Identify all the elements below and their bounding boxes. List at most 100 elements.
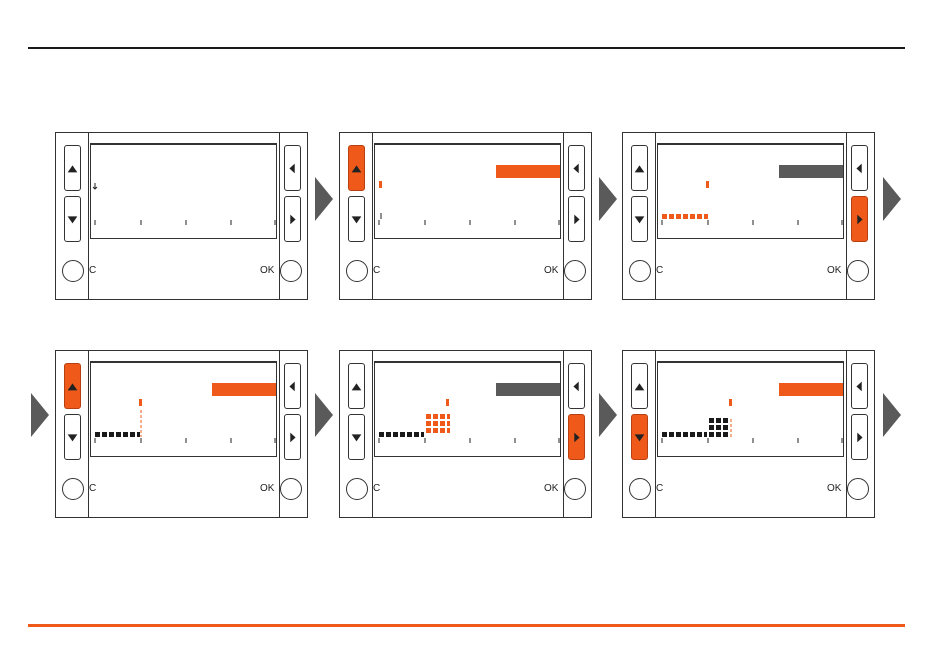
- down-button[interactable]: [631, 414, 648, 460]
- left-button[interactable]: [284, 363, 301, 409]
- down-button[interactable]: [348, 196, 365, 242]
- cancel-label: C: [89, 484, 96, 494]
- display-screen: [90, 361, 277, 457]
- right-button[interactable]: [568, 414, 585, 460]
- triangle-right-icon: [569, 197, 584, 241]
- up-button[interactable]: [64, 363, 81, 409]
- left-button[interactable]: [284, 145, 301, 191]
- triangle-up-icon: [65, 364, 80, 408]
- right-button[interactable]: [851, 414, 868, 460]
- display-screen: [657, 361, 844, 457]
- triangle-right-icon: [852, 197, 867, 241]
- step-arrow-icon: [599, 393, 617, 437]
- ok-round-button[interactable]: [564, 260, 586, 282]
- panel-step-4: C OK: [55, 350, 308, 518]
- display-graphic: [658, 363, 843, 457]
- ok-round-button[interactable]: [280, 260, 302, 282]
- left-button[interactable]: [851, 363, 868, 409]
- ok-round-button[interactable]: [280, 478, 302, 500]
- cancel-label: C: [373, 266, 380, 276]
- display-screen: [90, 143, 277, 239]
- cancel-label: C: [656, 266, 663, 276]
- triangle-down-icon: [349, 197, 364, 241]
- triangle-left-icon: [285, 146, 300, 190]
- triangle-up-icon: [632, 146, 647, 190]
- ok-label: OK: [544, 484, 558, 494]
- panel-step-1: C OK: [55, 132, 308, 300]
- ok-label: OK: [260, 266, 274, 276]
- ok-label: OK: [827, 266, 841, 276]
- down-button[interactable]: [64, 196, 81, 242]
- step-arrow-icon: [315, 177, 333, 221]
- triangle-right-icon: [569, 415, 584, 459]
- step-arrow-icon: [883, 393, 901, 437]
- display-graphic: [91, 363, 276, 457]
- cursor-marker: [729, 399, 732, 406]
- cancel-round-button[interactable]: [346, 478, 368, 500]
- right-button[interactable]: [568, 196, 585, 242]
- triangle-right-icon: [285, 197, 300, 241]
- triangle-down-icon: [632, 415, 647, 459]
- cursor-marker: [706, 181, 709, 188]
- triangle-left-icon: [285, 364, 300, 408]
- right-button[interactable]: [284, 196, 301, 242]
- step-arrow-icon: [315, 393, 333, 437]
- top-rule: [28, 47, 905, 49]
- header-bar: [779, 383, 843, 396]
- panel-step-5: C OK: [339, 350, 592, 518]
- bottom-rule: [28, 624, 905, 627]
- display-graphic: [658, 145, 843, 239]
- cancel-round-button[interactable]: [629, 260, 651, 282]
- bar-block-orange: [426, 414, 450, 433]
- triangle-down-icon: [65, 197, 80, 241]
- triangle-left-icon: [852, 364, 867, 408]
- display-screen: [657, 143, 844, 239]
- bar-row-black: [379, 432, 424, 437]
- right-button[interactable]: [851, 196, 868, 242]
- cancel-round-button[interactable]: [62, 478, 84, 500]
- cursor-marker: [446, 399, 449, 406]
- cancel-round-button[interactable]: [62, 260, 84, 282]
- up-button[interactable]: [631, 145, 648, 191]
- triangle-up-icon: [65, 146, 80, 190]
- triangle-down-icon: [349, 415, 364, 459]
- cursor-marker: [139, 399, 142, 406]
- cursor-marker: [379, 181, 382, 188]
- triangle-down-icon: [65, 415, 80, 459]
- up-button[interactable]: [348, 145, 365, 191]
- ok-round-button[interactable]: [564, 478, 586, 500]
- triangle-up-icon: [349, 364, 364, 408]
- up-button[interactable]: [631, 363, 648, 409]
- left-button[interactable]: [851, 145, 868, 191]
- down-button[interactable]: [348, 414, 365, 460]
- triangle-left-icon: [852, 146, 867, 190]
- left-button[interactable]: [568, 145, 585, 191]
- panel-step-2: C OK: [339, 132, 592, 300]
- triangle-up-icon: [632, 364, 647, 408]
- header-bar: [496, 165, 560, 178]
- bar-row-black: [95, 432, 140, 437]
- display-screen: [374, 143, 561, 239]
- ok-round-button[interactable]: [847, 478, 869, 500]
- header-bar: [212, 383, 276, 396]
- triangle-left-icon: [569, 364, 584, 408]
- display-graphic: [375, 145, 560, 239]
- ok-round-button[interactable]: [847, 260, 869, 282]
- triangle-right-icon: [285, 415, 300, 459]
- up-button[interactable]: [64, 145, 81, 191]
- header-bar: [496, 383, 560, 396]
- cancel-label: C: [656, 484, 663, 494]
- header-bar: [779, 165, 843, 178]
- down-button[interactable]: [64, 414, 81, 460]
- cancel-round-button[interactable]: [346, 260, 368, 282]
- left-button[interactable]: [568, 363, 585, 409]
- panel-step-6: C OK: [622, 350, 875, 518]
- ok-label: OK: [260, 484, 274, 494]
- right-button[interactable]: [284, 414, 301, 460]
- triangle-right-icon: [852, 415, 867, 459]
- down-button[interactable]: [631, 196, 648, 242]
- triangle-down-icon: [632, 197, 647, 241]
- up-button[interactable]: [348, 363, 365, 409]
- cancel-round-button[interactable]: [629, 478, 651, 500]
- ok-label: OK: [827, 484, 841, 494]
